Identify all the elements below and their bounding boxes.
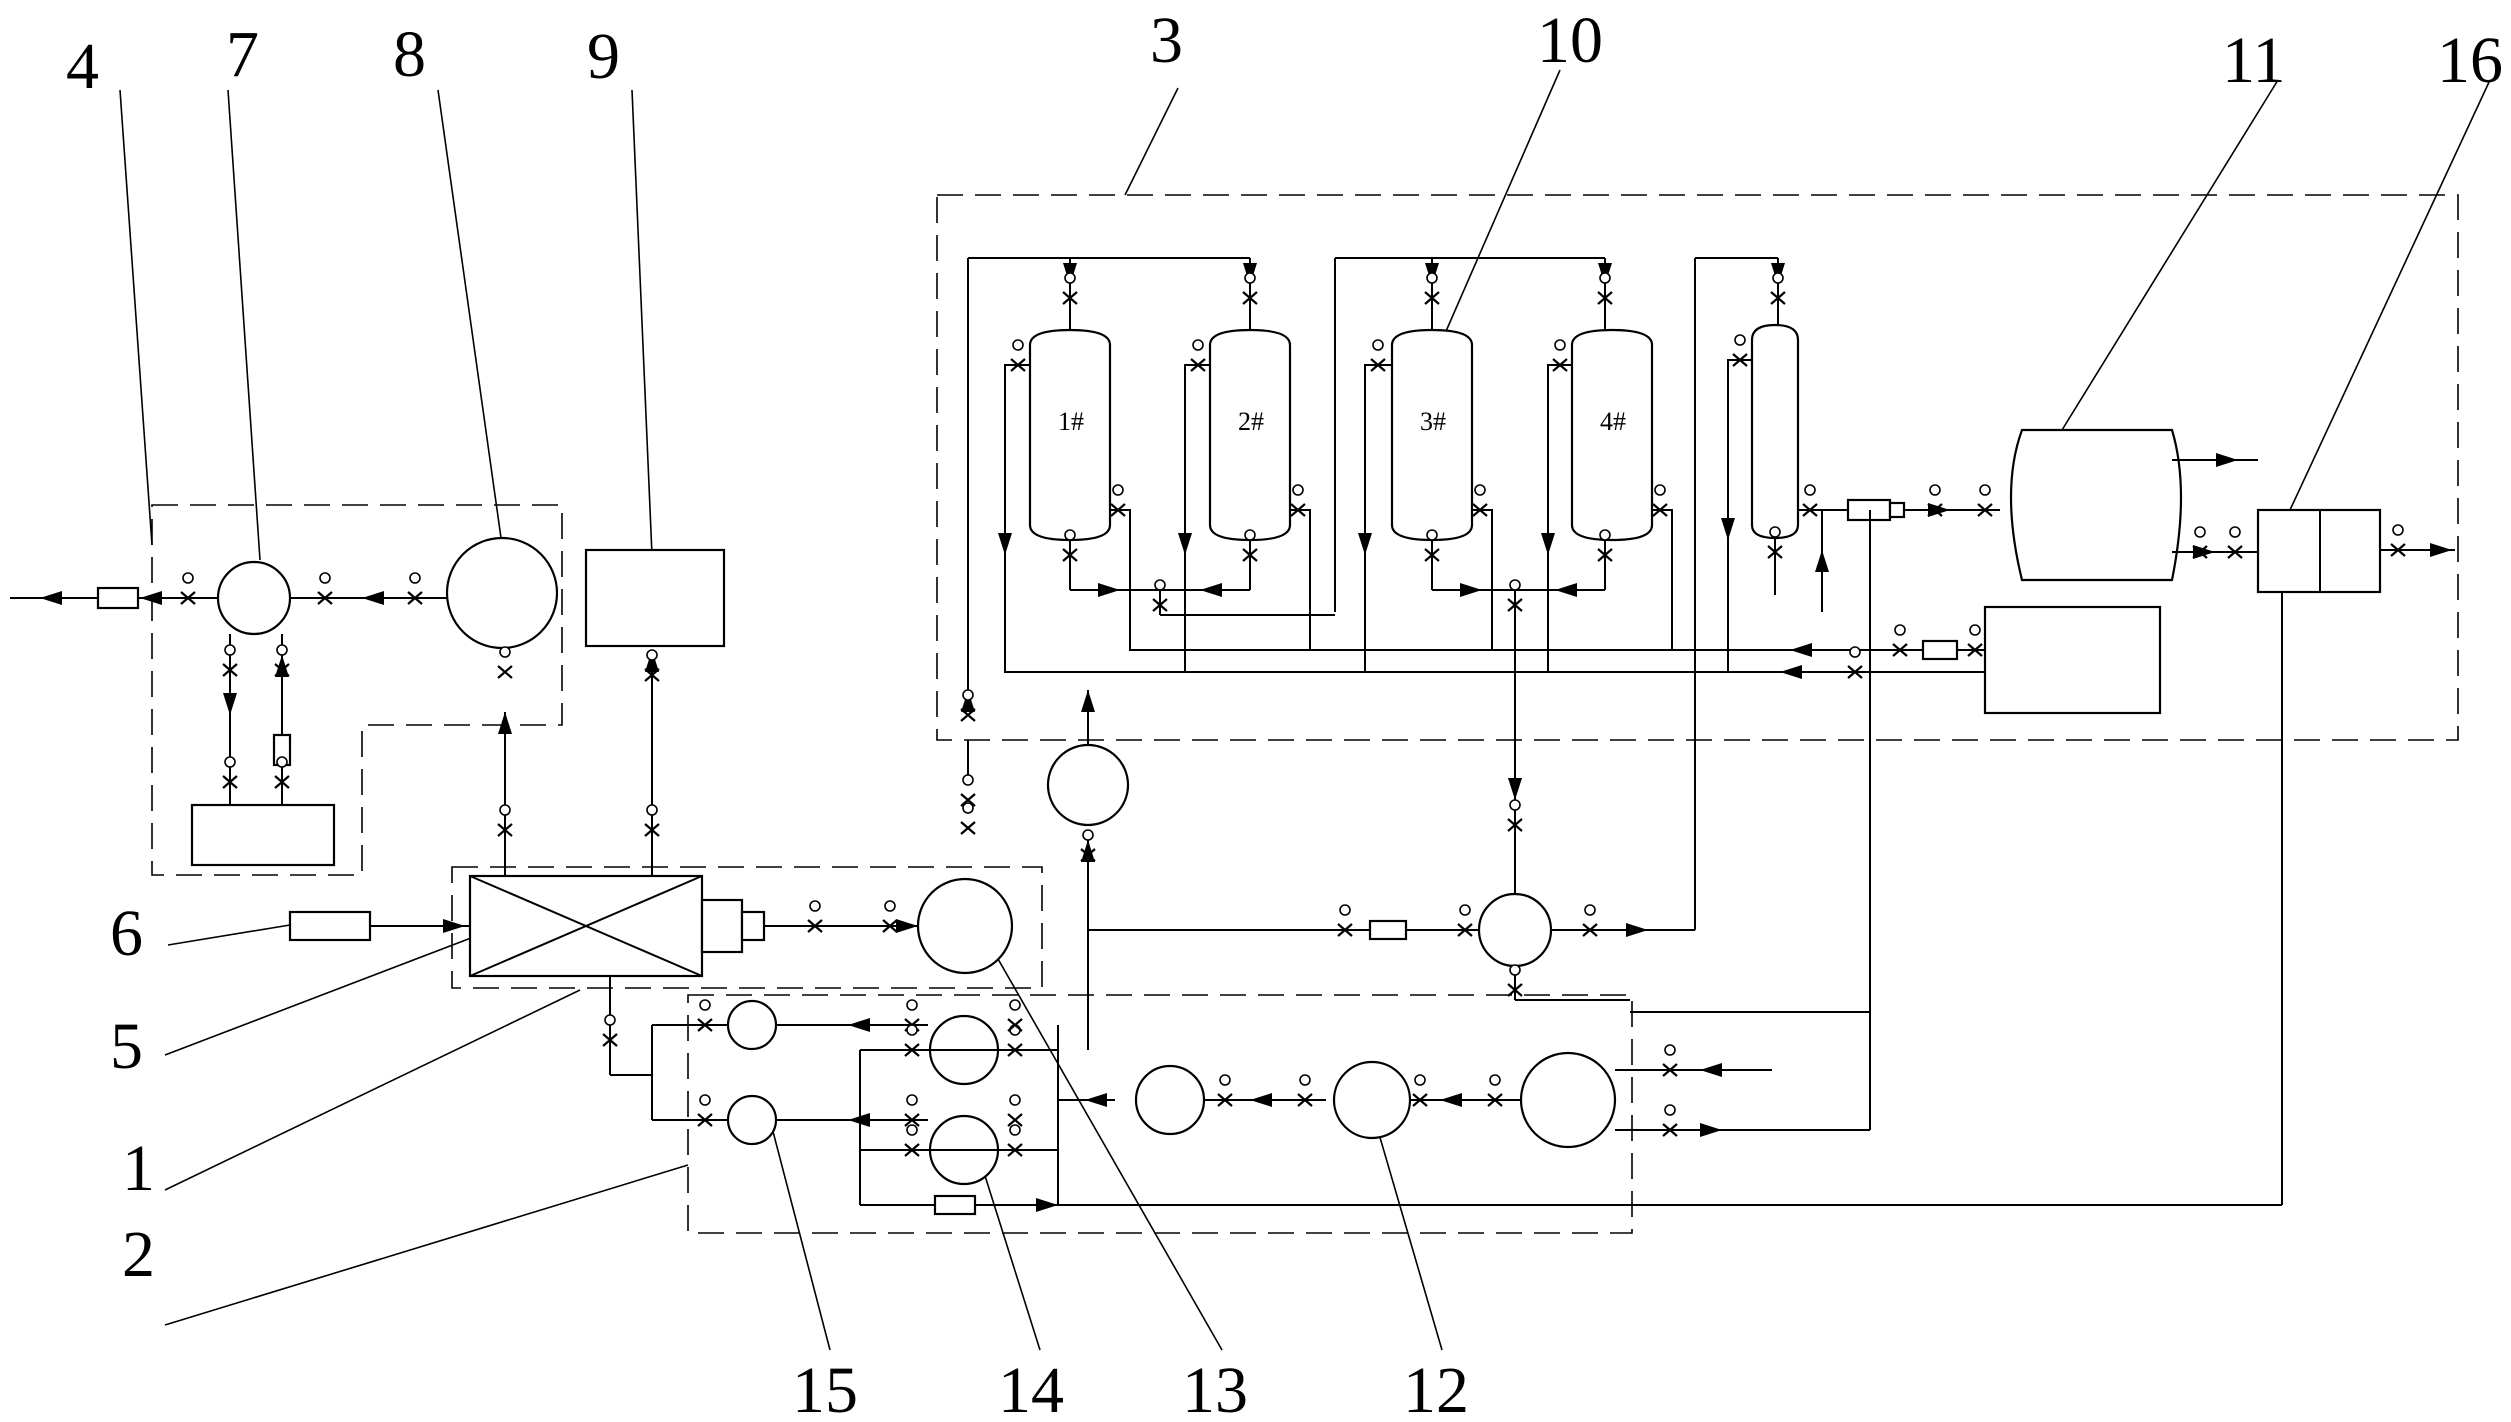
boundary-3 [936,194,2459,741]
svg-text:3#: 3# [1420,407,1446,436]
section-4 [10,536,559,867]
label-14: 14 [998,1354,1064,1422]
label-15: 15 [792,1354,858,1422]
unit-4-base [190,803,336,867]
tank-5 [1750,323,1800,540]
label-8: 8 [393,18,426,91]
label-4: 4 [66,30,99,103]
tank-2: 2# [1208,328,1292,542]
boundary-4 [151,504,563,876]
unit-15 [726,1094,778,1146]
unit-13 [916,877,1014,975]
label-2: 2 [122,1218,155,1291]
unit-11 [2009,428,2183,582]
boundary-2 [687,994,1633,1234]
label-5: 5 [110,1010,143,1083]
label-12: 12 [1403,1354,1469,1422]
label-13: 13 [1182,1354,1248,1422]
leader-lines [119,69,2491,1351]
label-3: 3 [1150,4,1183,77]
tank-1: 1# [1028,328,1112,542]
unit-8 [445,536,559,650]
main-unit-1 [288,645,1014,1075]
pump-line [1046,258,1696,1050]
label-6: 6 [110,897,143,970]
svg-text:2#: 2# [1238,407,1264,436]
unit-9 [584,548,726,648]
boundary-1 [451,866,1043,989]
label-11: 11 [2222,24,2286,97]
label-9: 9 [587,20,620,93]
label-7: 7 [226,18,259,91]
label-10: 10 [1537,4,1603,77]
label-1: 1 [122,1132,155,1205]
tank-4: 4# [1570,328,1654,542]
label-16: 16 [2437,24,2503,97]
unit-6 [288,910,372,942]
unit-12 [1332,1060,1412,1140]
unit-7 [216,560,292,636]
svg-text:4#: 4# [1600,407,1626,436]
svg-text:1#: 1# [1058,407,1084,436]
unit-aux [1983,605,2162,715]
section-3: 1# 2# 3# 4# [959,257,2455,836]
section-2 [610,575,2283,1216]
tank-3: 3# [1390,328,1474,542]
